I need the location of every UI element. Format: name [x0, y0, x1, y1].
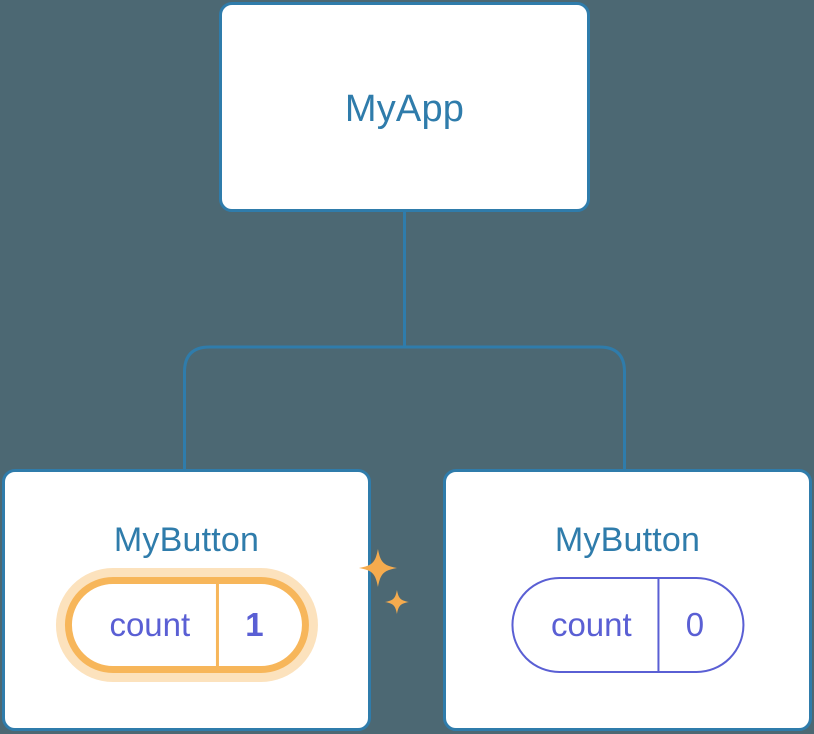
- state-pill-left-wrap: count 1: [64, 549, 409, 673]
- node-mybutton-left-title: MyButton: [113, 521, 260, 559]
- state-pill-right[interactable]: count 0: [510, 577, 745, 673]
- state-pill-left-value: 1: [245, 606, 264, 643]
- node-myapp[interactable]: MyApp: [219, 2, 590, 212]
- node-mybutton-left[interactable]: MyButton count 1: [2, 469, 409, 731]
- state-pill-right-value: 0: [685, 606, 705, 643]
- node-myapp-title: MyApp: [344, 88, 465, 130]
- state-pill-right-key: count: [513, 579, 660, 671]
- connector-branch-bus: [183, 345, 626, 469]
- state-pill-left-key: count: [71, 584, 220, 666]
- node-mybutton-right[interactable]: MyButton count 0: [443, 469, 812, 731]
- state-pill-right-wrap: count 0: [510, 577, 745, 673]
- node-mybutton-right-title: MyButton: [554, 521, 701, 559]
- state-pill-left[interactable]: count 1: [64, 577, 309, 673]
